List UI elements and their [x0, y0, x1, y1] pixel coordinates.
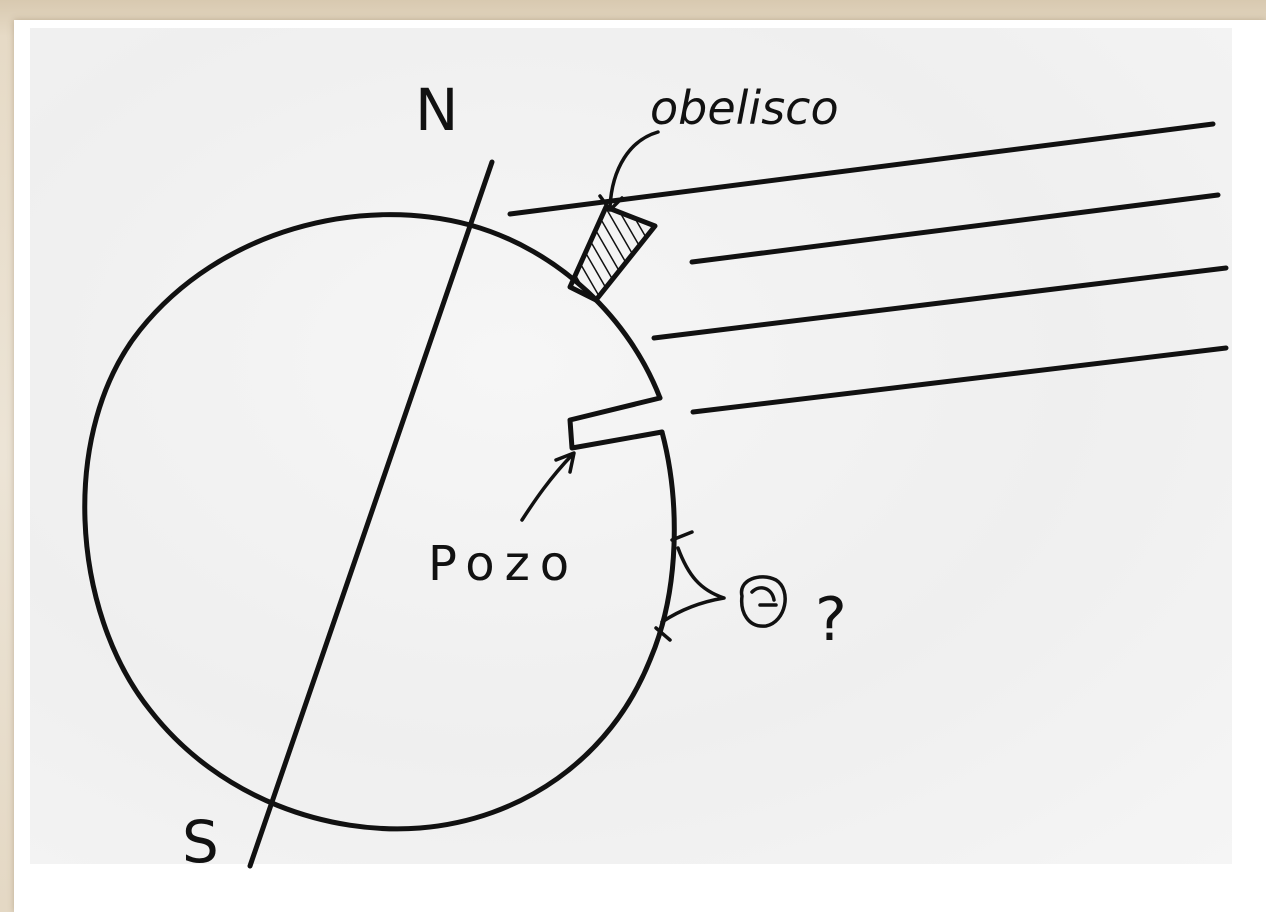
- sun-ray-4: [690, 345, 1229, 415]
- sun-ray-3: [651, 265, 1229, 341]
- observer-head-icon: [739, 575, 787, 628]
- angle-ticks: [654, 530, 694, 642]
- well-pointer-arrow: [520, 453, 574, 522]
- well-arrowhead: [554, 451, 576, 474]
- sun-ray-1: [507, 121, 1216, 217]
- question-label: ?: [815, 585, 847, 655]
- sketch-paper: [30, 28, 1232, 864]
- obelisk-arrowhead: [598, 194, 624, 212]
- well-label: Pozo: [428, 536, 579, 592]
- obelisk-label: obelisco: [650, 81, 839, 135]
- north-south-axis: [247, 159, 495, 869]
- south-label: S: [182, 808, 219, 876]
- sun-ray-2: [689, 192, 1221, 265]
- observer-angle-lines: [660, 546, 726, 624]
- north-label: N: [415, 76, 458, 144]
- earth-circle: [82, 212, 677, 832]
- well-shape: [567, 395, 665, 451]
- obelisk-pointer-arrow: [608, 130, 660, 209]
- obelisk-shape: [567, 204, 658, 303]
